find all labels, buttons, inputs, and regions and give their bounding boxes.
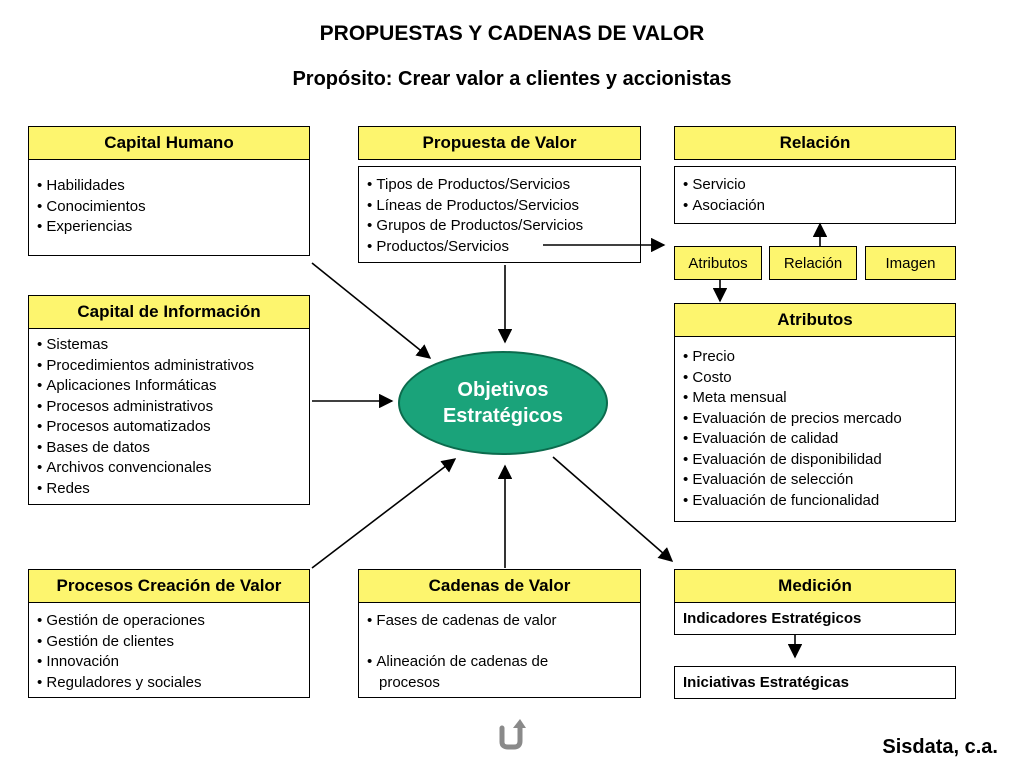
capital-informacion-item: Procesos administrativos xyxy=(37,397,309,418)
iniciativas-estrategicas-label: Iniciativas Estratégicas xyxy=(683,674,849,691)
cadenas-valor-box: Fases de cadenas de valor . Alineación d… xyxy=(358,602,641,698)
propuesta-valor-header: Propuesta de Valor xyxy=(358,126,641,160)
atributos-small-label: Atributos xyxy=(688,254,748,272)
atributos-item: Costo xyxy=(683,368,955,389)
capital-informacion-title: Capital de Información xyxy=(77,302,261,321)
relacion-title: Relación xyxy=(779,133,851,152)
atributos-box: Precio Costo Meta mensual Evaluación de … xyxy=(674,336,956,522)
relacion-box: Servicio Asociación xyxy=(674,166,956,224)
atributos-small-box: Atributos xyxy=(674,246,762,280)
imagen-small-label: Imagen xyxy=(885,254,936,272)
diagram-subtitle: Propósito: Crear valor a clientes y acci… xyxy=(292,68,732,90)
atributos-item: Meta mensual xyxy=(683,388,955,409)
procesos-creacion-item: Gestión de operaciones xyxy=(37,611,309,632)
procesos-creacion-header: Procesos Creación de Valor xyxy=(28,569,310,603)
indicadores-estrategicos-label: Indicadores Estratégicos xyxy=(683,610,862,627)
procesos-creacion-item: Reguladores y sociales xyxy=(37,673,309,694)
capital-humano-item: Experiencias xyxy=(37,217,309,238)
propuesta-valor-item: Grupos de Productos/Servicios xyxy=(367,216,640,237)
objetivos-estrategicos-node: Objetivos Estratégicos xyxy=(398,351,608,455)
relacion-small-box: Relación xyxy=(769,246,857,280)
atributos-title: Atributos xyxy=(777,310,853,329)
atributos-item: Evaluación de disponibilidad xyxy=(683,450,955,471)
imagen-small-box: Imagen xyxy=(865,246,956,280)
atributos-item: Evaluación de calidad xyxy=(683,429,955,450)
relacion-small-label: Relación xyxy=(783,254,843,272)
relacion-item: Servicio xyxy=(683,175,955,196)
capital-informacion-item: Sistemas xyxy=(37,335,309,356)
cadenas-valor-item: Fases de cadenas de valor xyxy=(367,611,640,632)
relacion-item: Asociación xyxy=(683,196,955,217)
propuesta-valor-item: Productos/Servicios xyxy=(367,237,640,258)
relacion-header: Relación xyxy=(674,126,956,160)
atributos-item: Evaluación de selección xyxy=(683,470,955,491)
footer-brand: Sisdata, c.a. xyxy=(882,736,998,758)
propuesta-valor-box: Tipos de Productos/Servicios Líneas de P… xyxy=(358,166,641,263)
capital-informacion-item: Aplicaciones Informáticas xyxy=(37,376,309,397)
propuesta-valor-item: Líneas de Productos/Servicios xyxy=(367,196,640,217)
capital-humano-item: Habilidades xyxy=(37,176,309,197)
procesos-creacion-item: Innovación xyxy=(37,652,309,673)
arrow-procesos-to-objetivos xyxy=(311,458,457,569)
iniciativas-estrategicas-box: Iniciativas Estratégicas xyxy=(674,666,956,699)
propuesta-valor-item: Tipos de Productos/Servicios xyxy=(367,175,640,196)
capital-informacion-item: Procesos automatizados xyxy=(37,417,309,438)
atributos-item: Precio xyxy=(683,347,955,368)
indicadores-estrategicos-box: Indicadores Estratégicos xyxy=(674,602,956,635)
procesos-creacion-item: Gestión de clientes xyxy=(37,632,309,653)
arrow-objetivos-to-medicion xyxy=(552,456,674,562)
propuesta-valor-title: Propuesta de Valor xyxy=(422,133,577,152)
atributos-item: Evaluación de funcionalidad xyxy=(683,491,955,512)
capital-humano-item: Conocimientos xyxy=(37,197,309,218)
capital-informacion-item: Bases de datos xyxy=(37,438,309,459)
capital-informacion-box: Sistemas Procedimientos administrativos … xyxy=(28,328,310,505)
capital-humano-title: Capital Humano xyxy=(104,133,234,152)
objetivos-line1: Objetivos xyxy=(457,379,549,401)
cadenas-valor-item-continuation: procesos xyxy=(379,673,440,691)
capital-informacion-item: Redes xyxy=(37,479,309,500)
diagram-title: PROPUESTAS Y CADENAS DE VALOR xyxy=(319,22,705,45)
atributos-item: Evaluación de precios mercado xyxy=(683,409,955,430)
arrow-capital-humano-to-objetivos xyxy=(311,262,432,359)
capital-informacion-item: Procedimientos administrativos xyxy=(37,356,309,377)
objetivos-line2: Estratégicos xyxy=(442,405,564,427)
procesos-creacion-title: Procesos Creación de Valor xyxy=(56,576,282,595)
cadenas-valor-header: Cadenas de Valor xyxy=(358,569,641,603)
procesos-creacion-box: Gestión de operaciones Gestión de client… xyxy=(28,602,310,698)
atributos-header: Atributos xyxy=(674,303,956,337)
undo-arrow-icon[interactable] xyxy=(496,716,526,750)
cadenas-valor-title: Cadenas de Valor xyxy=(428,576,571,595)
capital-humano-box: Habilidades Conocimientos Experiencias xyxy=(28,159,310,256)
cadenas-valor-item: Alineación de cadenas de xyxy=(367,652,640,673)
capital-humano-header: Capital Humano xyxy=(28,126,310,160)
medicion-title: Medición xyxy=(778,576,852,595)
capital-informacion-item: Archivos convencionales xyxy=(37,458,309,479)
